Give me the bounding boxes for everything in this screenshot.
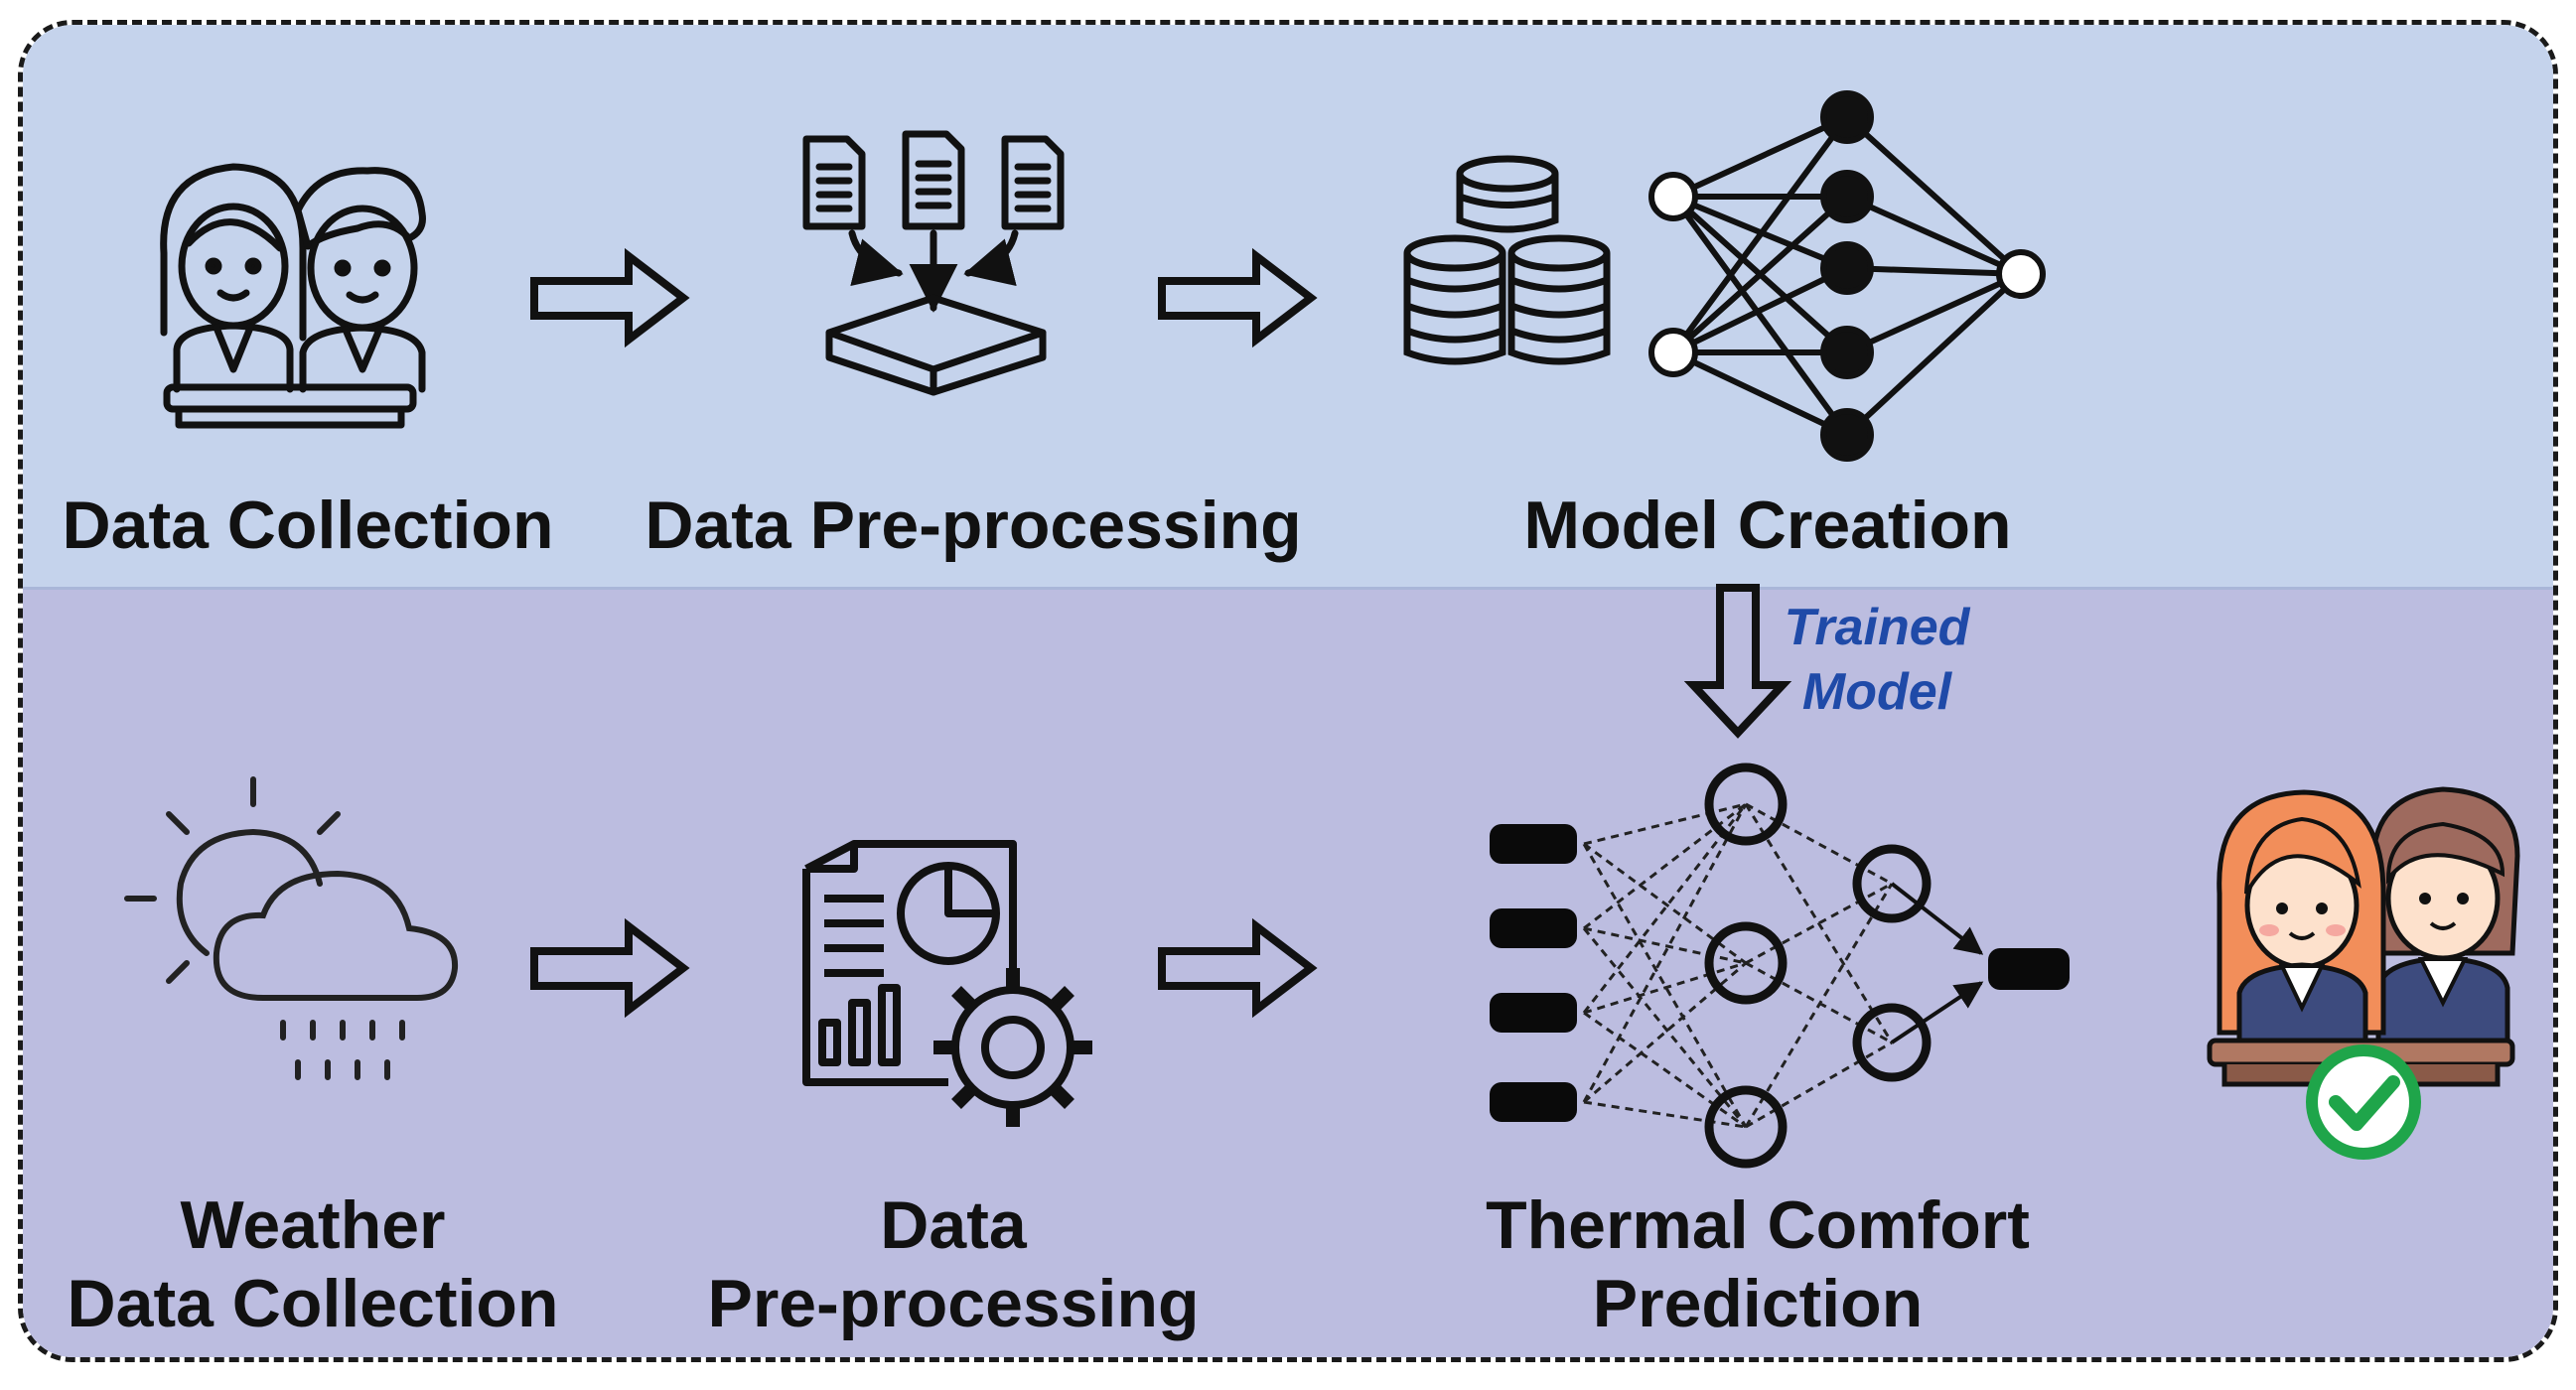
database-icon — [1403, 155, 1611, 365]
arrow-collection-to-preprocessing — [530, 247, 690, 348]
arrow-weather-to-preprocessing — [530, 917, 690, 1019]
label-model-creation: Model Creation — [1523, 487, 2012, 563]
training-band — [23, 25, 2553, 589]
students-outline-icon — [160, 163, 426, 429]
arrow-down-trained-model — [1683, 584, 1792, 739]
check-badge-icon — [2306, 1044, 2421, 1160]
weather-cloud-rain-icon — [124, 776, 459, 1080]
inference-band — [23, 589, 2553, 1357]
neural-network-icon — [1648, 90, 2046, 462]
label-trained-model: Trained Model — [1784, 599, 1970, 721]
band-divider — [23, 587, 2553, 590]
label-inference-preprocessing: Data Pre-processing — [707, 1187, 1200, 1341]
report-gear-icon — [802, 840, 1092, 1127]
label-data-preprocessing: Data Pre-processing — [644, 487, 1302, 563]
documents-merge-icon — [802, 130, 1065, 396]
arrow-preprocessing-to-model — [1158, 247, 1318, 348]
students-colored-icon — [2207, 786, 2520, 1087]
label-thermal-comfort-prediction: Thermal Comfort Prediction — [1486, 1187, 2030, 1341]
label-data-collection: Data Collection — [62, 487, 554, 563]
label-weather-data-collection: Weather Data Collection — [67, 1187, 559, 1341]
prediction-network-icon — [1490, 763, 2070, 1169]
arrow-preprocessing-to-prediction — [1158, 917, 1318, 1019]
diagram-frame — [18, 20, 2558, 1362]
